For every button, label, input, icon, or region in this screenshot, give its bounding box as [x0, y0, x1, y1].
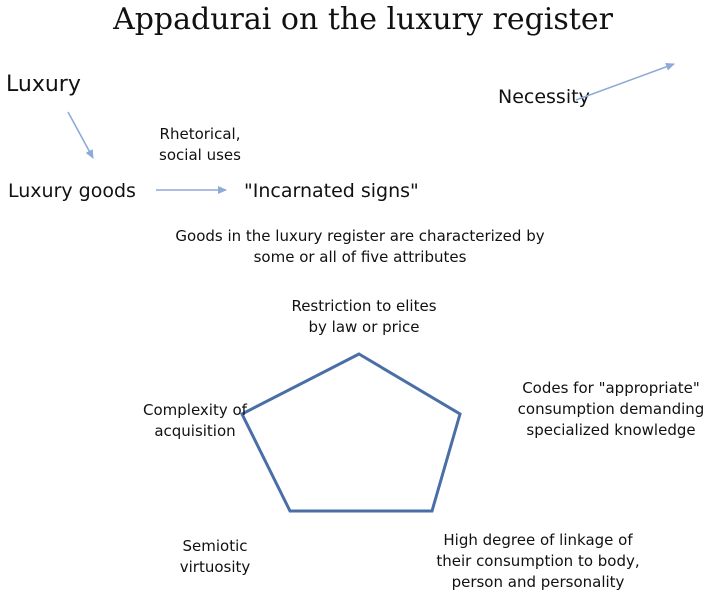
luxury-goods-term: Luxury goods — [8, 180, 136, 202]
attributes-pentagon — [239, 352, 462, 513]
attribute-codes: Codes for "appropriate" consumption dema… — [517, 379, 705, 439]
attribute-linkage: High degree of linkage of their consumpt… — [436, 531, 640, 591]
rhetorical-uses-label: Rhetorical, social uses — [159, 125, 241, 164]
slide-title: Appadurai on the luxury register — [113, 2, 613, 37]
luxury-term: Luxury — [6, 72, 81, 97]
attribute-semiotic: Semiotic virtuosity — [179, 537, 251, 576]
attribute-complexity: Complexity of acquisition — [143, 401, 247, 440]
necessity-term: Necessity — [498, 86, 590, 108]
attribute-restriction: Restriction to elites by law or price — [291, 297, 437, 336]
attributes-description: Goods in the luxury register are charact… — [175, 227, 545, 266]
necessity-arrow — [575, 63, 675, 101]
luxury-to-goods-arrow — [67, 111, 94, 159]
incarnated-signs-term: "Incarnated signs" — [244, 180, 419, 202]
